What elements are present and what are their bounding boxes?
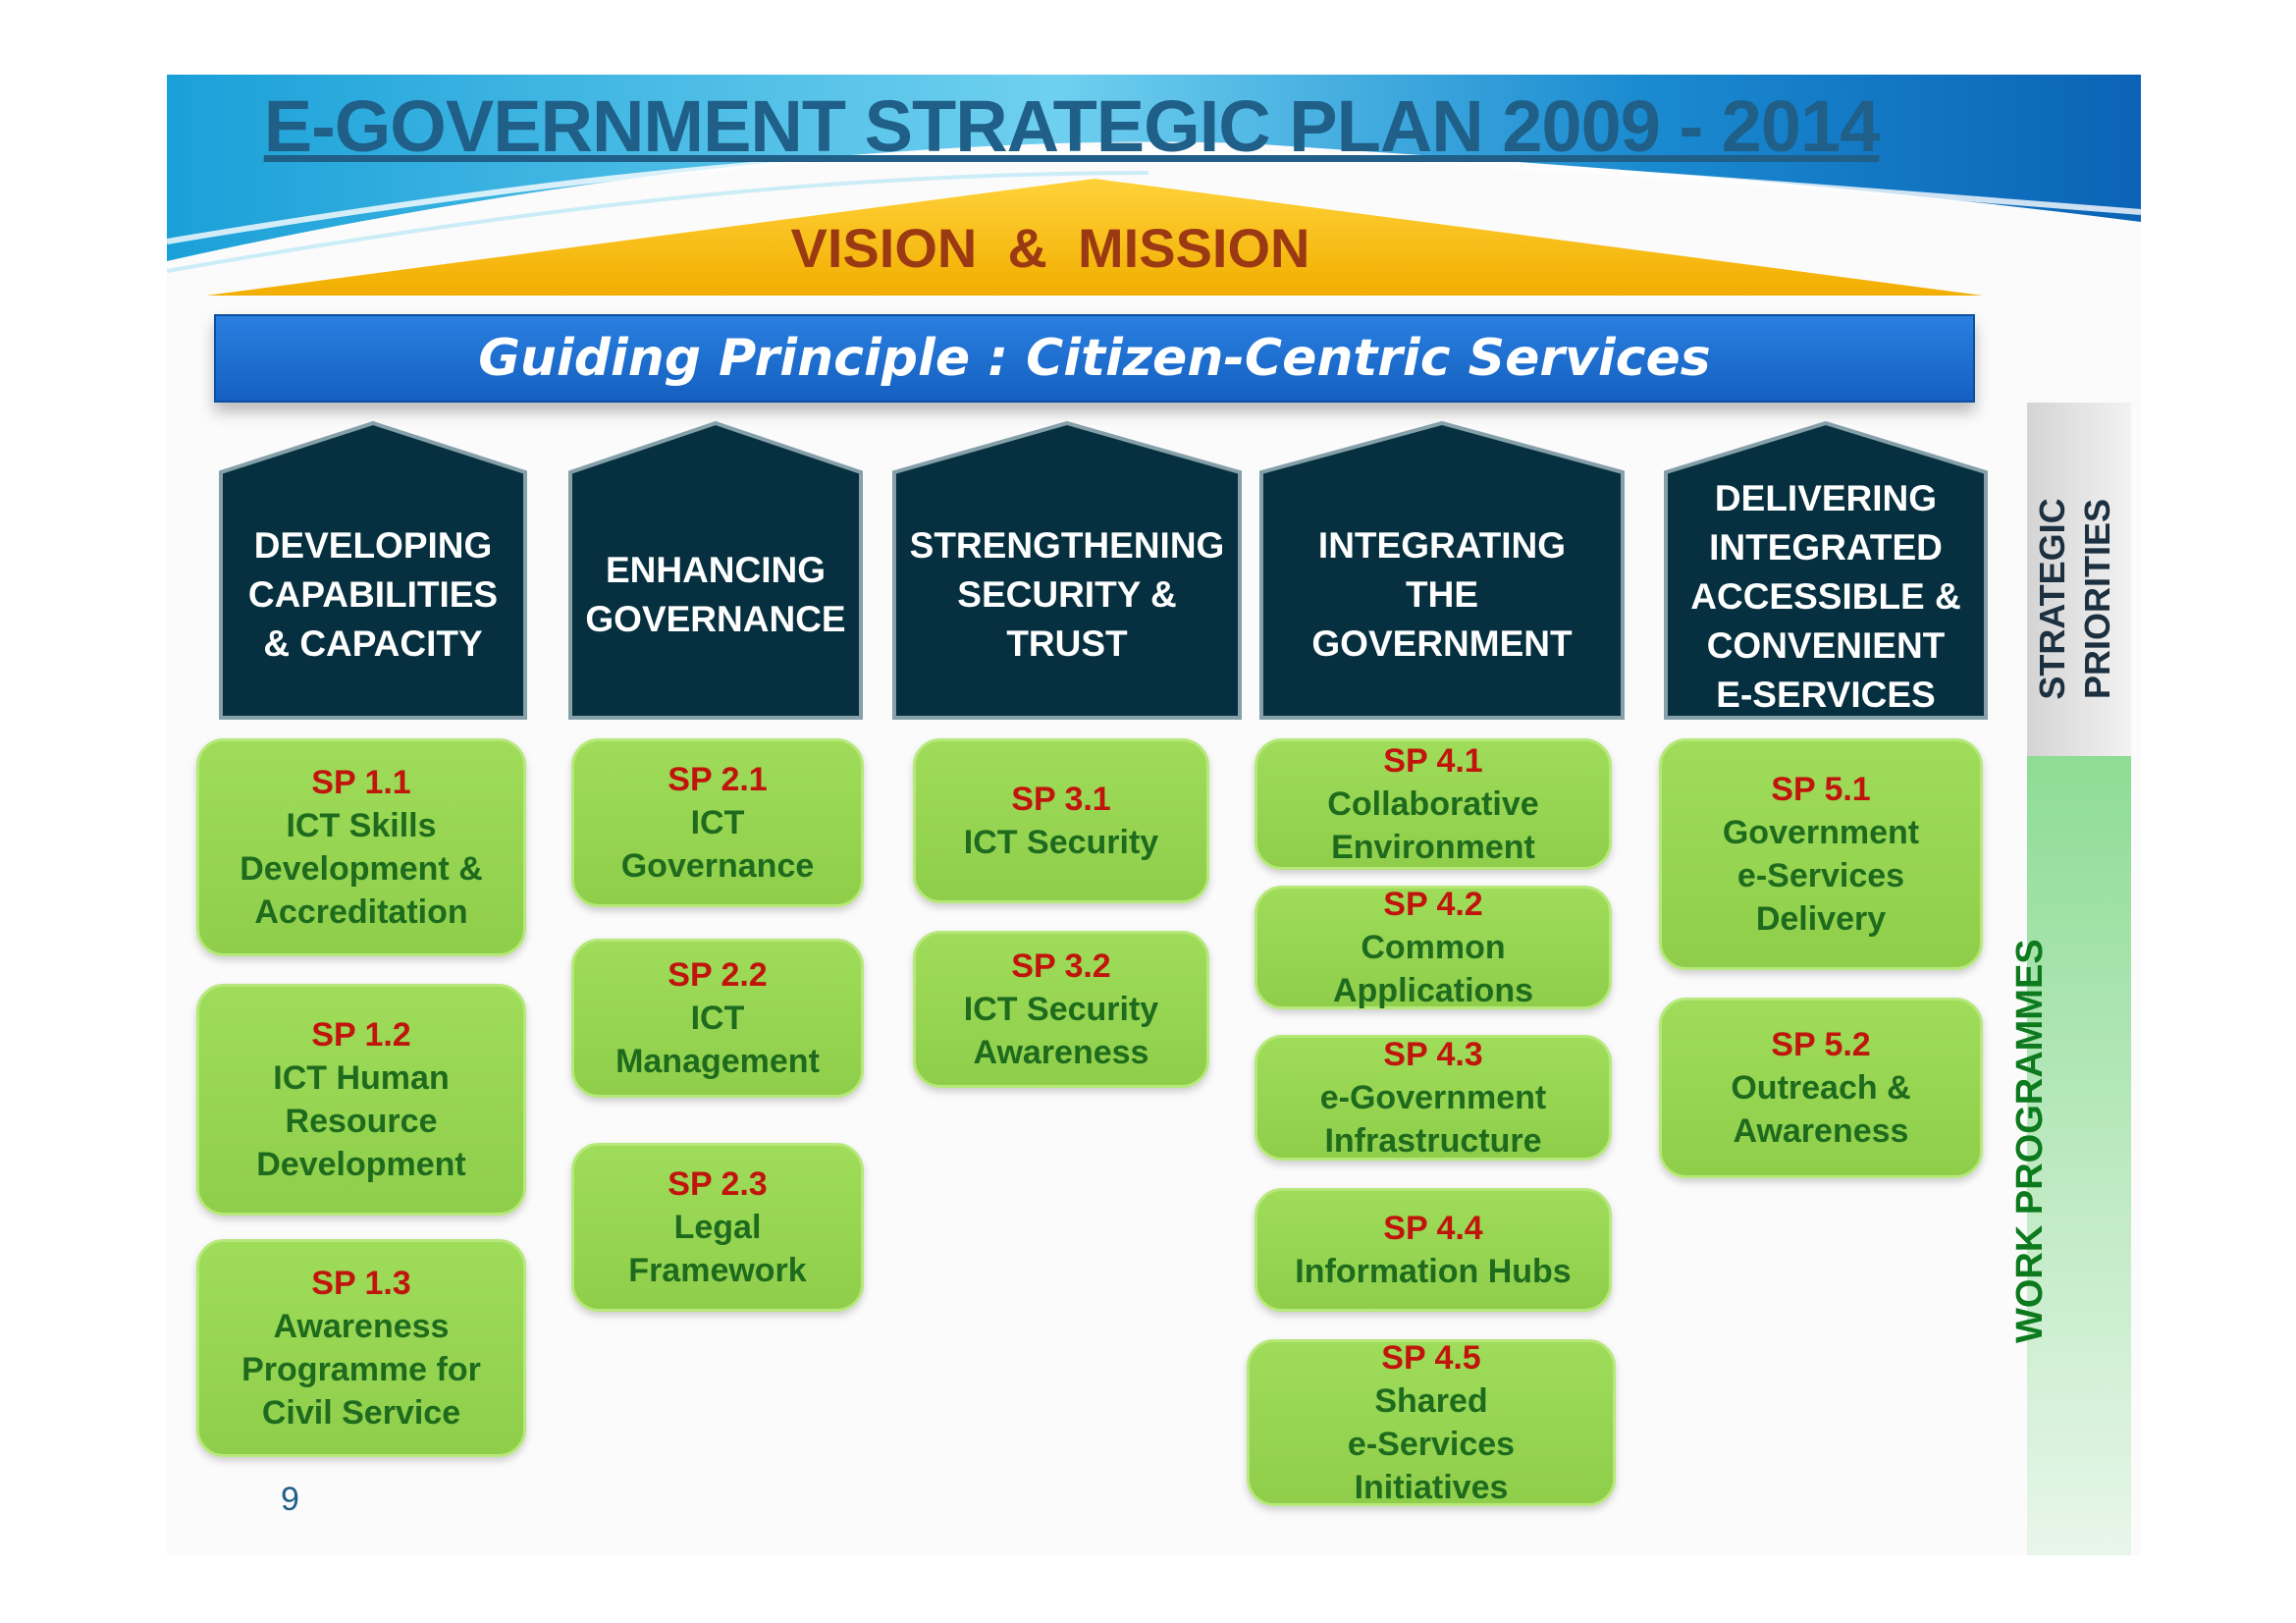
programme-name: ICT Governance: [620, 804, 815, 885]
programme-name: ICT Security Awareness: [963, 991, 1159, 1071]
programme-code: SP 1.3: [311, 1265, 411, 1302]
programme-name: ICT Human Resource Development: [256, 1059, 466, 1183]
programme-code: SP 5.1: [1771, 771, 1871, 808]
programme-sp-4-2: SP 4.2 Common Applications: [1255, 886, 1612, 1009]
programme-code: SP 4.5: [1381, 1339, 1481, 1377]
programme-sp-4-4: SP 4.4 Information Hubs: [1255, 1188, 1612, 1312]
programme-sp-4-1: SP 4.1 Collaborative Environment: [1255, 738, 1612, 870]
pillar-5: DELIVERING INTEGRATED ACCESSIBLE & CONVE…: [1663, 418, 1989, 723]
page-number: 9: [281, 1481, 299, 1518]
pillar-2: ENHANCING GOVERNANCE: [567, 418, 864, 723]
programme-code: SP 2.1: [667, 761, 768, 798]
pillar-4: INTEGRATING THE GOVERNMENT: [1258, 418, 1626, 723]
programme-sp-2-1: SP 2.1 ICT Governance: [571, 738, 864, 907]
programme-code: SP 4.3: [1383, 1036, 1483, 1073]
strategic-priorities-label: STRATEGIC PRIORITIES: [2032, 498, 2117, 700]
programme-name: Government e-Services Delivery: [1722, 814, 1920, 938]
strategic-priorities-band: [2027, 403, 2131, 756]
guiding-principle-bar: Guiding Principle : Citizen-Centric Serv…: [214, 314, 1975, 403]
pillar-3: STRENGTHENING SECURITY & TRUST: [891, 418, 1243, 723]
programme-name: Collaborative Environment: [1327, 785, 1539, 866]
programme-sp-2-3: SP 2.3 Legal Framework: [571, 1143, 864, 1312]
programme-name: Shared e-Services Initiatives: [1347, 1382, 1516, 1506]
programme-code: SP 2.2: [667, 956, 768, 994]
pillar-5-label: DELIVERING INTEGRATED ACCESSIBLE & CONVE…: [1690, 478, 1961, 715]
programme-sp-3-2: SP 3.2 ICT Security Awareness: [913, 931, 1209, 1088]
programme-name: Common Applications: [1332, 929, 1534, 1009]
pillar-3-label: STRENGTHENING SECURITY & TRUST: [909, 525, 1225, 664]
programme-name: Information Hubs: [1295, 1253, 1572, 1290]
programme-sp-4-5: SP 4.5 Shared e-Services Initiatives: [1247, 1339, 1616, 1506]
programme-code: SP 2.3: [667, 1165, 768, 1203]
programme-sp-5-1: SP 5.1 Government e-Services Delivery: [1659, 738, 1983, 970]
programme-code: SP 1.1: [311, 764, 411, 801]
programme-name: ICT Management: [615, 1000, 820, 1080]
programme-sp-1-3: SP 1.3 Awareness Programme for Civil Ser…: [196, 1239, 526, 1457]
pillar-4-label: INTEGRATING THE GOVERNMENT: [1311, 525, 1573, 664]
programme-sp-1-2: SP 1.2 ICT Human Resource Development: [196, 984, 526, 1216]
programme-code: SP 4.2: [1383, 886, 1483, 923]
slide: E-GOVERNMENT STRATEGIC PLAN 2009 - 2014 …: [167, 75, 2141, 1555]
programme-code: SP 3.1: [1011, 781, 1111, 818]
programme-code: SP 4.1: [1383, 742, 1483, 780]
programme-name: Outreach & Awareness: [1731, 1069, 1911, 1150]
programme-code: SP 3.2: [1011, 947, 1111, 985]
programme-sp-1-1: SP 1.1 ICT Skills Development & Accredit…: [196, 738, 526, 956]
programme-name: Awareness Programme for Civil Service: [241, 1308, 481, 1432]
programme-name: e-Government Infrastructure: [1319, 1079, 1547, 1160]
header-wave-graphic: [167, 75, 2141, 296]
programme-code: SP 4.4: [1383, 1210, 1483, 1247]
pillar-1: DEVELOPING CAPABILITIES & CAPACITY: [218, 418, 528, 723]
work-programmes-label: WORK PROGRAMMES: [2009, 939, 2051, 1343]
pillar-1-label: DEVELOPING CAPABILITIES & CAPACITY: [247, 525, 499, 664]
work-programmes-band: [2027, 756, 2131, 1555]
programme-sp-5-2: SP 5.2 Outreach & Awareness: [1659, 998, 1983, 1178]
programme-sp-2-2: SP 2.2 ICT Management: [571, 939, 864, 1098]
programme-code: SP 1.2: [311, 1016, 411, 1054]
vision-mission-label: VISION & MISSION: [790, 217, 1310, 279]
page-title: E-GOVERNMENT STRATEGIC PLAN 2009 - 2014: [263, 85, 1881, 167]
programme-name: ICT Skills Development & Accreditation: [240, 807, 483, 931]
programme-sp-4-3: SP 4.3 e-Government Infrastructure: [1255, 1035, 1612, 1161]
pillar-2-label: ENHANCING GOVERNANCE: [585, 550, 846, 639]
programme-name: ICT Security: [963, 824, 1159, 861]
programme-sp-3-1: SP 3.1 ICT Security: [913, 738, 1209, 903]
programme-name: Legal Framework: [628, 1209, 807, 1289]
programme-code: SP 5.2: [1771, 1026, 1871, 1063]
